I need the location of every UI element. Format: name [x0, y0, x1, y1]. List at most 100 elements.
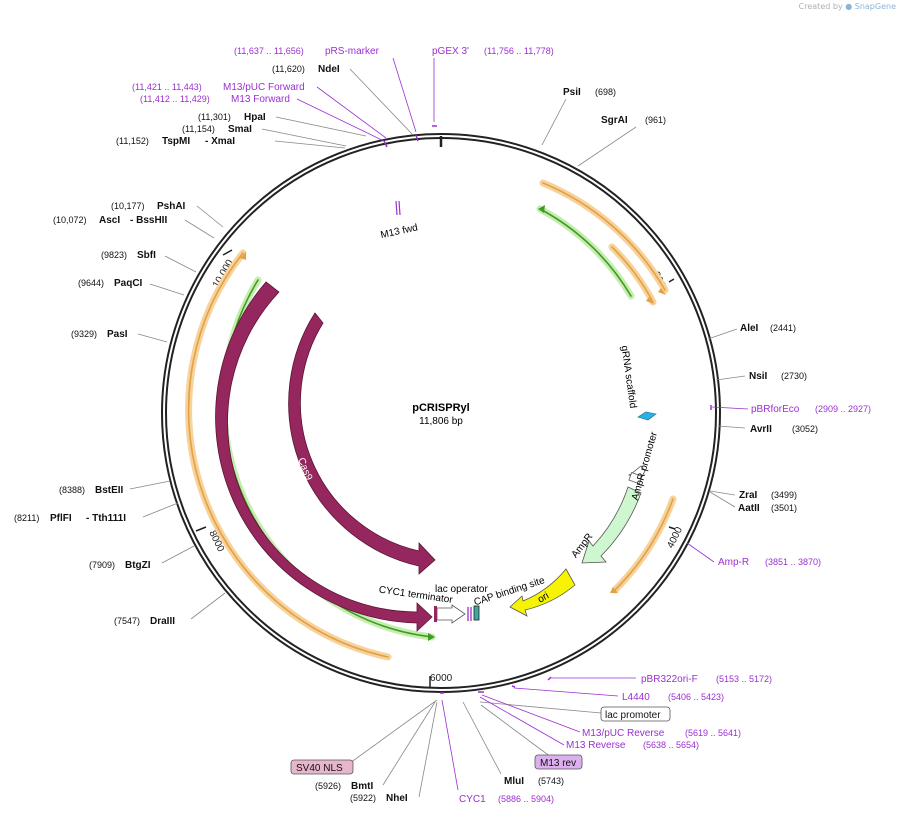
credit-brand: SnapGene	[854, 2, 896, 11]
plasmid-name: pCRISPRyl	[412, 402, 469, 414]
backbone	[161, 133, 721, 693]
enzyme-pasi: PasI	[107, 329, 128, 340]
boxed-labels: SV40 NLS lac promoter M13 rev	[290, 706, 671, 775]
enzyme-bmti-pos: (5926)	[315, 781, 341, 791]
enzyme-paqci-pos: (9644)	[78, 278, 104, 288]
tick-label-6000: 6000	[430, 673, 453, 684]
enzyme-pflfi-pos: (8211)	[14, 513, 39, 523]
ampr-promoter-label: AmpR promoter	[630, 430, 660, 502]
enzyme-mlui: MluI	[504, 776, 524, 787]
grna-scaffold: gRNA scaffold	[618, 345, 657, 421]
enzyme-pflfi: PflFI	[50, 513, 72, 524]
primer-l4440: L4440	[622, 692, 650, 703]
enzyme-pshai-pos: (10,177)	[111, 201, 145, 211]
enzyme-pasi-pos: (9329)	[71, 329, 97, 339]
primer-pbrforeco: pBRforEco	[751, 404, 800, 415]
cas9-features: Cas9 Cas9	[215, 281, 436, 632]
enzyme-asci-pos: (10,072)	[53, 215, 87, 225]
enzyme-alei-pos: (2441)	[770, 323, 796, 333]
primer-pgex3-pos: (11,756 .. 11,778)	[484, 46, 554, 56]
enzyme-pshai: PshAI	[157, 201, 186, 212]
primer-prs-marker-pos: (11,637 .. 11,656)	[234, 46, 304, 56]
plasmid-length: 11,806 bp	[419, 416, 463, 427]
primer-l4440-pos: (5406 .. 5423)	[668, 692, 724, 702]
enzyme-sgrai-pos: (961)	[645, 115, 666, 125]
primer-m13puc-fwd-pos: (11,421 .. 11,443)	[132, 82, 202, 92]
m13-rev-label: M13 rev	[540, 758, 576, 769]
ori-feature: ori	[509, 568, 576, 617]
enzyme-ndei: NdeI	[318, 64, 340, 75]
primer-cyc1-pos: (5886 .. 5904)	[498, 794, 554, 804]
enzyme-psii: PsiI	[563, 87, 581, 98]
cas9-inner-arrow	[288, 312, 436, 575]
enzyme-hpai-pos: (11,301)	[198, 112, 231, 122]
enzyme-nsii: NsiI	[749, 371, 768, 382]
enzyme-bsteii-pos: (8388)	[59, 485, 85, 495]
primer-m13-rev: M13 Reverse	[566, 740, 626, 751]
primer-pbrforeco-pos: (2909 .. 2927)	[815, 404, 871, 414]
enzyme-aatii: AatII	[738, 503, 760, 514]
enzyme-tth111i: - Tth111I	[86, 513, 126, 524]
primer-pbr322ori-pos: (5153 .. 5172)	[716, 674, 772, 684]
grna-label: gRNA scaffold	[618, 345, 638, 409]
enzyme-ndei-pos: (11,620)	[272, 64, 305, 74]
enzyme-avrii: AvrII	[750, 424, 772, 435]
enzyme-mlui-pos: (5743)	[538, 776, 564, 786]
m13-fwd-label: M13 fwd	[380, 222, 419, 241]
tick-marks	[195, 249, 676, 687]
primer-labels: (11,637 .. 11,656) pRS-marker pGEX 3' (1…	[132, 46, 871, 805]
enzyme-xmai: - XmaI	[205, 136, 235, 147]
lac-operator-label: lac operator	[435, 584, 488, 595]
enzyme-zrai: ZraI	[739, 490, 758, 501]
leader-lines	[129, 68, 746, 798]
enzyme-bmti: BmtI	[351, 781, 373, 792]
primer-amp-r: Amp-R	[718, 557, 749, 568]
enzyme-btgzi: BtgZI	[125, 560, 151, 571]
primer-cyc1: CYC1	[459, 794, 486, 805]
enzyme-btgzi-pos: (7909)	[89, 560, 115, 570]
credit-prefix: Created by	[798, 2, 843, 11]
primer-pbr322ori: pBR322ori-F	[641, 674, 698, 685]
sv40-nls-label: SV40 NLS	[296, 763, 343, 774]
cas9-outer-arrow	[215, 281, 433, 632]
enzyme-alei: AleI	[740, 323, 759, 334]
primer-pgex3: pGEX 3'	[432, 46, 469, 57]
snapgene-logo-icon: ●	[845, 2, 853, 11]
enzyme-aatii-pos: (3501)	[771, 503, 797, 513]
primer-marks	[383, 125, 712, 694]
primer-m13puc-rev: M13/pUC Reverse	[582, 728, 665, 739]
enzyme-nsii-pos: (2730)	[781, 371, 807, 381]
primer-amp-r-pos: (3851 .. 3870)	[765, 557, 821, 567]
primer-m13-rev-pos: (5638 .. 5654)	[643, 740, 699, 750]
enzyme-sbfi: SbfI	[137, 250, 156, 261]
primer-m13-fwd-pos: (11,412 .. 11,429)	[140, 94, 210, 104]
enzyme-tspmi-pos: (11,152)	[116, 136, 149, 146]
enzyme-bsshii: - BssHII	[130, 215, 167, 226]
enzyme-smai-pos: (11,154)	[182, 124, 215, 134]
enzyme-avrii-pos: (3052)	[792, 424, 818, 434]
center-title: pCRISPRyl 11,806 bp	[412, 402, 469, 427]
primer-m13puc-rev-pos: (5619 .. 5641)	[685, 728, 741, 738]
primer-prs-marker: pRS-marker	[325, 46, 380, 57]
enzyme-psii-pos: (698)	[595, 87, 616, 97]
enzyme-labels: (11,620) NdeI (11,301) HpaI (11,154) Sma…	[14, 64, 818, 804]
enzyme-zrai-pos: (3499)	[771, 490, 797, 500]
enzyme-hpai: HpaI	[244, 112, 266, 123]
enzyme-draiii-pos: (7547)	[114, 616, 140, 626]
enzyme-smai: SmaI	[228, 124, 252, 135]
ori-label: ori	[536, 590, 551, 605]
orange-features	[185, 179, 677, 661]
snapgene-credit: Created by ● SnapGene	[799, 2, 896, 11]
m13-fwd: M13 fwd	[380, 200, 419, 241]
primer-leader-lines	[296, 57, 749, 791]
enzyme-paqci: PaqCI	[114, 278, 143, 289]
enzyme-sbfi-pos: (9823)	[101, 250, 127, 260]
enzyme-nhei-pos: (5922)	[350, 793, 376, 803]
enzyme-draiii: DraIII	[150, 616, 175, 627]
primer-m13-fwd: M13 Forward	[231, 94, 290, 105]
enzyme-nhei: NheI	[386, 793, 408, 804]
enzyme-sgrai: SgrAI	[601, 115, 628, 126]
ampr-arrow	[581, 486, 642, 564]
primer-m13puc-fwd: M13/pUC Forward	[223, 82, 305, 93]
